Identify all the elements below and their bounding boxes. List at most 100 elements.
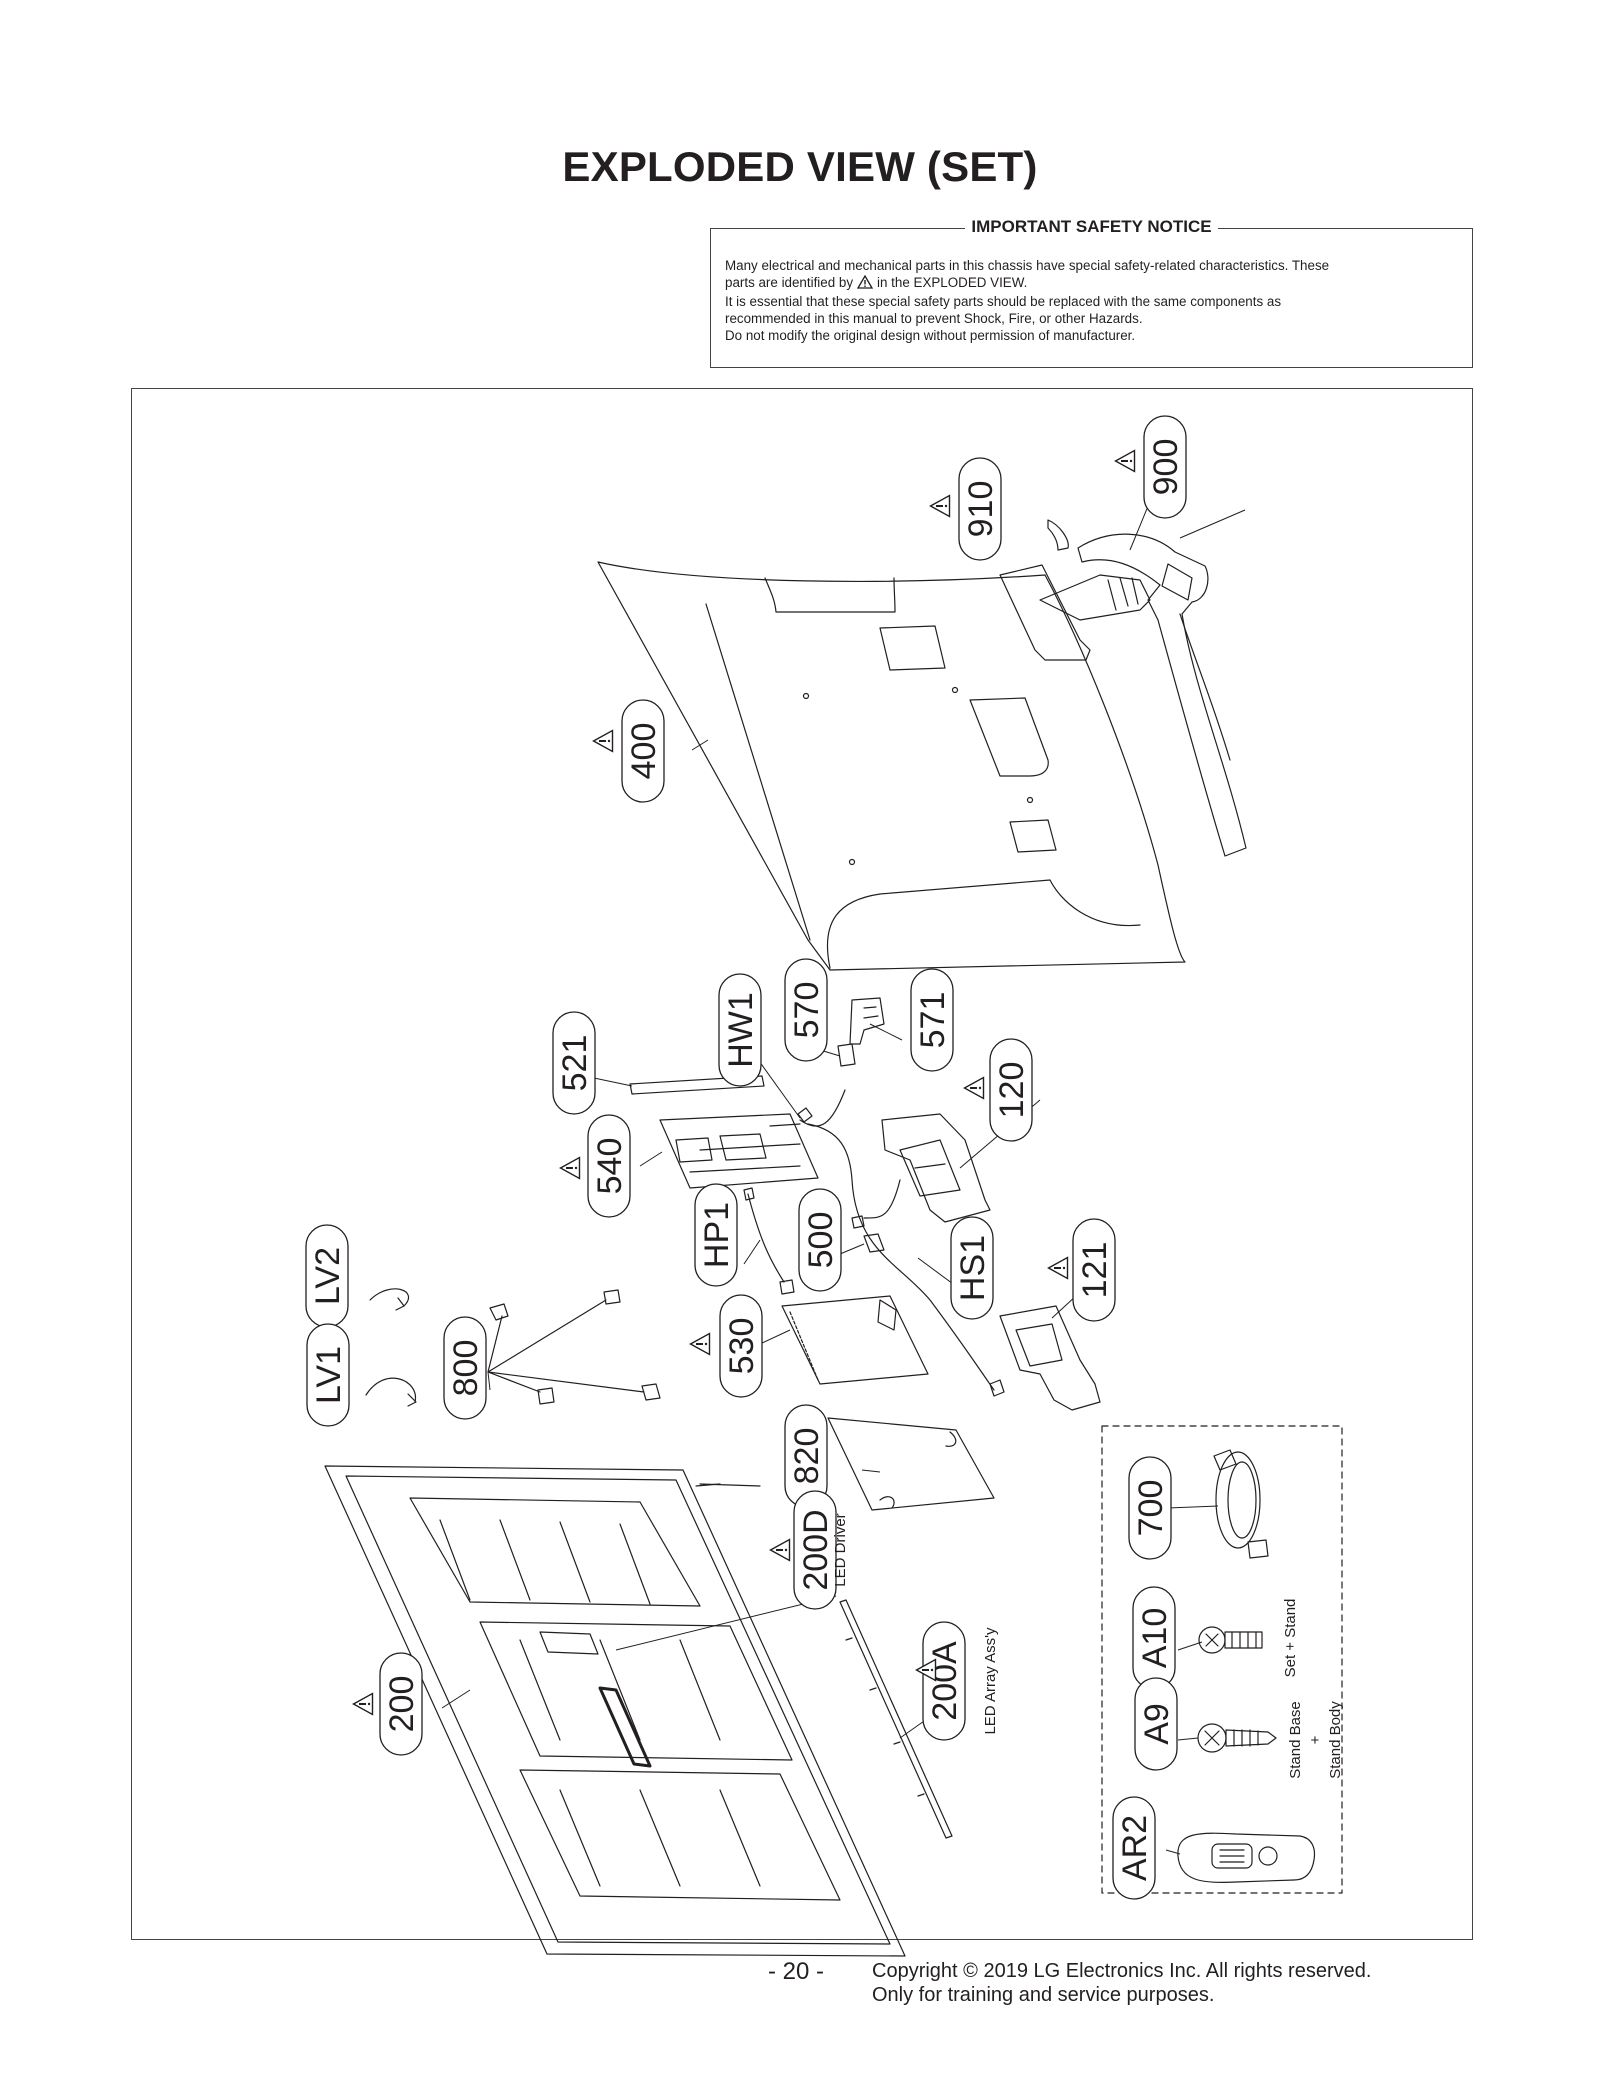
callout-bubble: [950, 1216, 994, 1320]
callout-200: 200: [379, 1652, 423, 1756]
panel-frame-200-part: [324, 1465, 906, 1957]
part-number-label: 200D: [797, 1509, 835, 1590]
cable-harness: [743, 1089, 1005, 1397]
callout-bubble: [798, 1188, 842, 1292]
part-number-label: 910: [962, 481, 1000, 538]
warning-triangle-icon: [352, 1692, 374, 1716]
part-description-label: Stand Body: [1327, 1701, 1344, 1779]
callout-bubble: [694, 1183, 738, 1287]
safety-notice-box: IMPORTANT SAFETY NOTICE Many electrical …: [710, 217, 1473, 368]
part-number-label: 700: [1132, 1480, 1170, 1537]
part-number-label: A9: [1138, 1703, 1176, 1745]
callout-bubble: [1128, 1456, 1172, 1560]
callout-lv1: LV1: [306, 1323, 350, 1427]
part-number-label: AR2: [1116, 1815, 1154, 1881]
warning-triangle-icon: [1114, 449, 1136, 473]
copyright: Copyright © 2019 LG Electronics Inc. All…: [872, 1959, 1371, 2007]
part-number-label: HW1: [722, 992, 760, 1068]
callout-hw1: HW1: [718, 973, 762, 1087]
screw-a10-part: [1198, 1626, 1263, 1654]
callout-bubble: [922, 1621, 966, 1741]
warning-triangle-icon: [856, 274, 874, 293]
callout-820: 820: [784, 1404, 828, 1508]
callout-bubble: [306, 1323, 350, 1427]
part-number-label: 120: [993, 1062, 1031, 1119]
callout-900: 900: [1143, 415, 1187, 519]
callout-bubble: [1143, 415, 1187, 519]
part-number-label: 800: [447, 1340, 485, 1397]
part-description-label: Set + Stand: [1282, 1599, 1299, 1678]
leader-lines: [441, 493, 1246, 1855]
part-number-label: 121: [1076, 1242, 1114, 1299]
callout-bubble: [719, 1294, 763, 1398]
part-number-label: 540: [591, 1138, 629, 1195]
callout-200d: 200D: [793, 1490, 837, 1610]
callout-800: 800: [443, 1316, 487, 1420]
part-number-label: 570: [788, 982, 826, 1039]
callout-910: 910: [958, 457, 1002, 561]
main-board-part: [629, 1075, 819, 1189]
part-description-label: +: [1307, 1735, 1324, 1744]
callout-bubble: [958, 457, 1002, 561]
warning-triangle-icon: [559, 1156, 581, 1180]
part-number-label: 200A: [926, 1641, 964, 1721]
warning-triangle-icon: [929, 494, 951, 518]
part-number-label: A10: [1136, 1608, 1174, 1669]
part-number-label: HP1: [698, 1202, 736, 1268]
callout-500: 500: [798, 1188, 842, 1292]
callout-hs1: HS1: [950, 1216, 994, 1320]
power-bracket-120-part: [881, 1113, 991, 1223]
warning-triangle-icon: [689, 1332, 711, 1356]
callout-120: 120: [989, 1038, 1033, 1142]
callout-bubble: [443, 1316, 487, 1420]
safety-notice-line: Do not modify the original design withou…: [725, 328, 1136, 343]
part-number-label: LV2: [309, 1247, 347, 1305]
safety-notice-text: in the EXPLODED VIEW.: [877, 275, 1028, 290]
warning-triangle-icon: [769, 1538, 791, 1562]
part-number-label: 571: [914, 992, 952, 1049]
sheet-820-part: [827, 1417, 995, 1511]
safety-notice-line: parts are identified by in the EXPLODED V…: [725, 274, 1458, 293]
callout-530: 530: [719, 1294, 763, 1398]
back-cover-part: [597, 561, 1186, 971]
callout-bubble: [910, 968, 954, 1072]
callout-571: 571: [910, 968, 954, 1072]
stand-part: [1077, 533, 1247, 857]
part-description-label: LED Array Ass'y: [982, 1627, 999, 1735]
bracket-570-571-part: [837, 997, 885, 1067]
lvds-cable-part: [365, 1288, 417, 1407]
callout-570: 570: [784, 958, 828, 1062]
led-array-200a-part: [839, 1599, 953, 1839]
copyright-line: Only for training and service purposes.: [872, 1984, 1215, 2006]
speaker-bracket-121-part: [999, 1305, 1101, 1411]
clip-800-part: [487, 1289, 661, 1405]
page-title: EXPLODED VIEW (SET): [562, 143, 1038, 190]
callout-hp1: HP1: [694, 1183, 738, 1287]
callout-lv2: LV2: [305, 1224, 349, 1328]
callout-a9: A9: [1134, 1677, 1178, 1771]
warning-triangle-icon: [1047, 1256, 1069, 1280]
callout-bubble: [784, 958, 828, 1062]
safety-notice-line: It is essential that these special safet…: [725, 294, 1282, 309]
screw-a9-part: [1197, 1723, 1277, 1753]
callout-540: 540: [587, 1114, 631, 1218]
part-number-label: 500: [802, 1212, 840, 1269]
callout-200a: 200A: [922, 1621, 966, 1741]
part-description-label: Stand Base: [1287, 1701, 1304, 1779]
callout-700: 700: [1128, 1456, 1172, 1560]
safety-notice-line: recommended in this manual to prevent Sh…: [725, 311, 1143, 326]
safety-notice-line: Many electrical and mechanical parts in …: [725, 258, 1330, 273]
callout-bubble: [718, 973, 762, 1087]
callout-a10: A10: [1132, 1586, 1176, 1690]
callout-bubble: [587, 1114, 631, 1218]
callout-bubble: [793, 1490, 837, 1610]
callout-bubble: [989, 1038, 1033, 1142]
callout-521: 521: [552, 1011, 596, 1115]
callout-bubble: [1134, 1677, 1178, 1771]
part-number-label: 820: [788, 1428, 826, 1485]
callout-bubble: [379, 1652, 423, 1756]
ir-board-500-part: [851, 1215, 885, 1253]
safety-notice-text: parts are identified by: [725, 275, 854, 290]
